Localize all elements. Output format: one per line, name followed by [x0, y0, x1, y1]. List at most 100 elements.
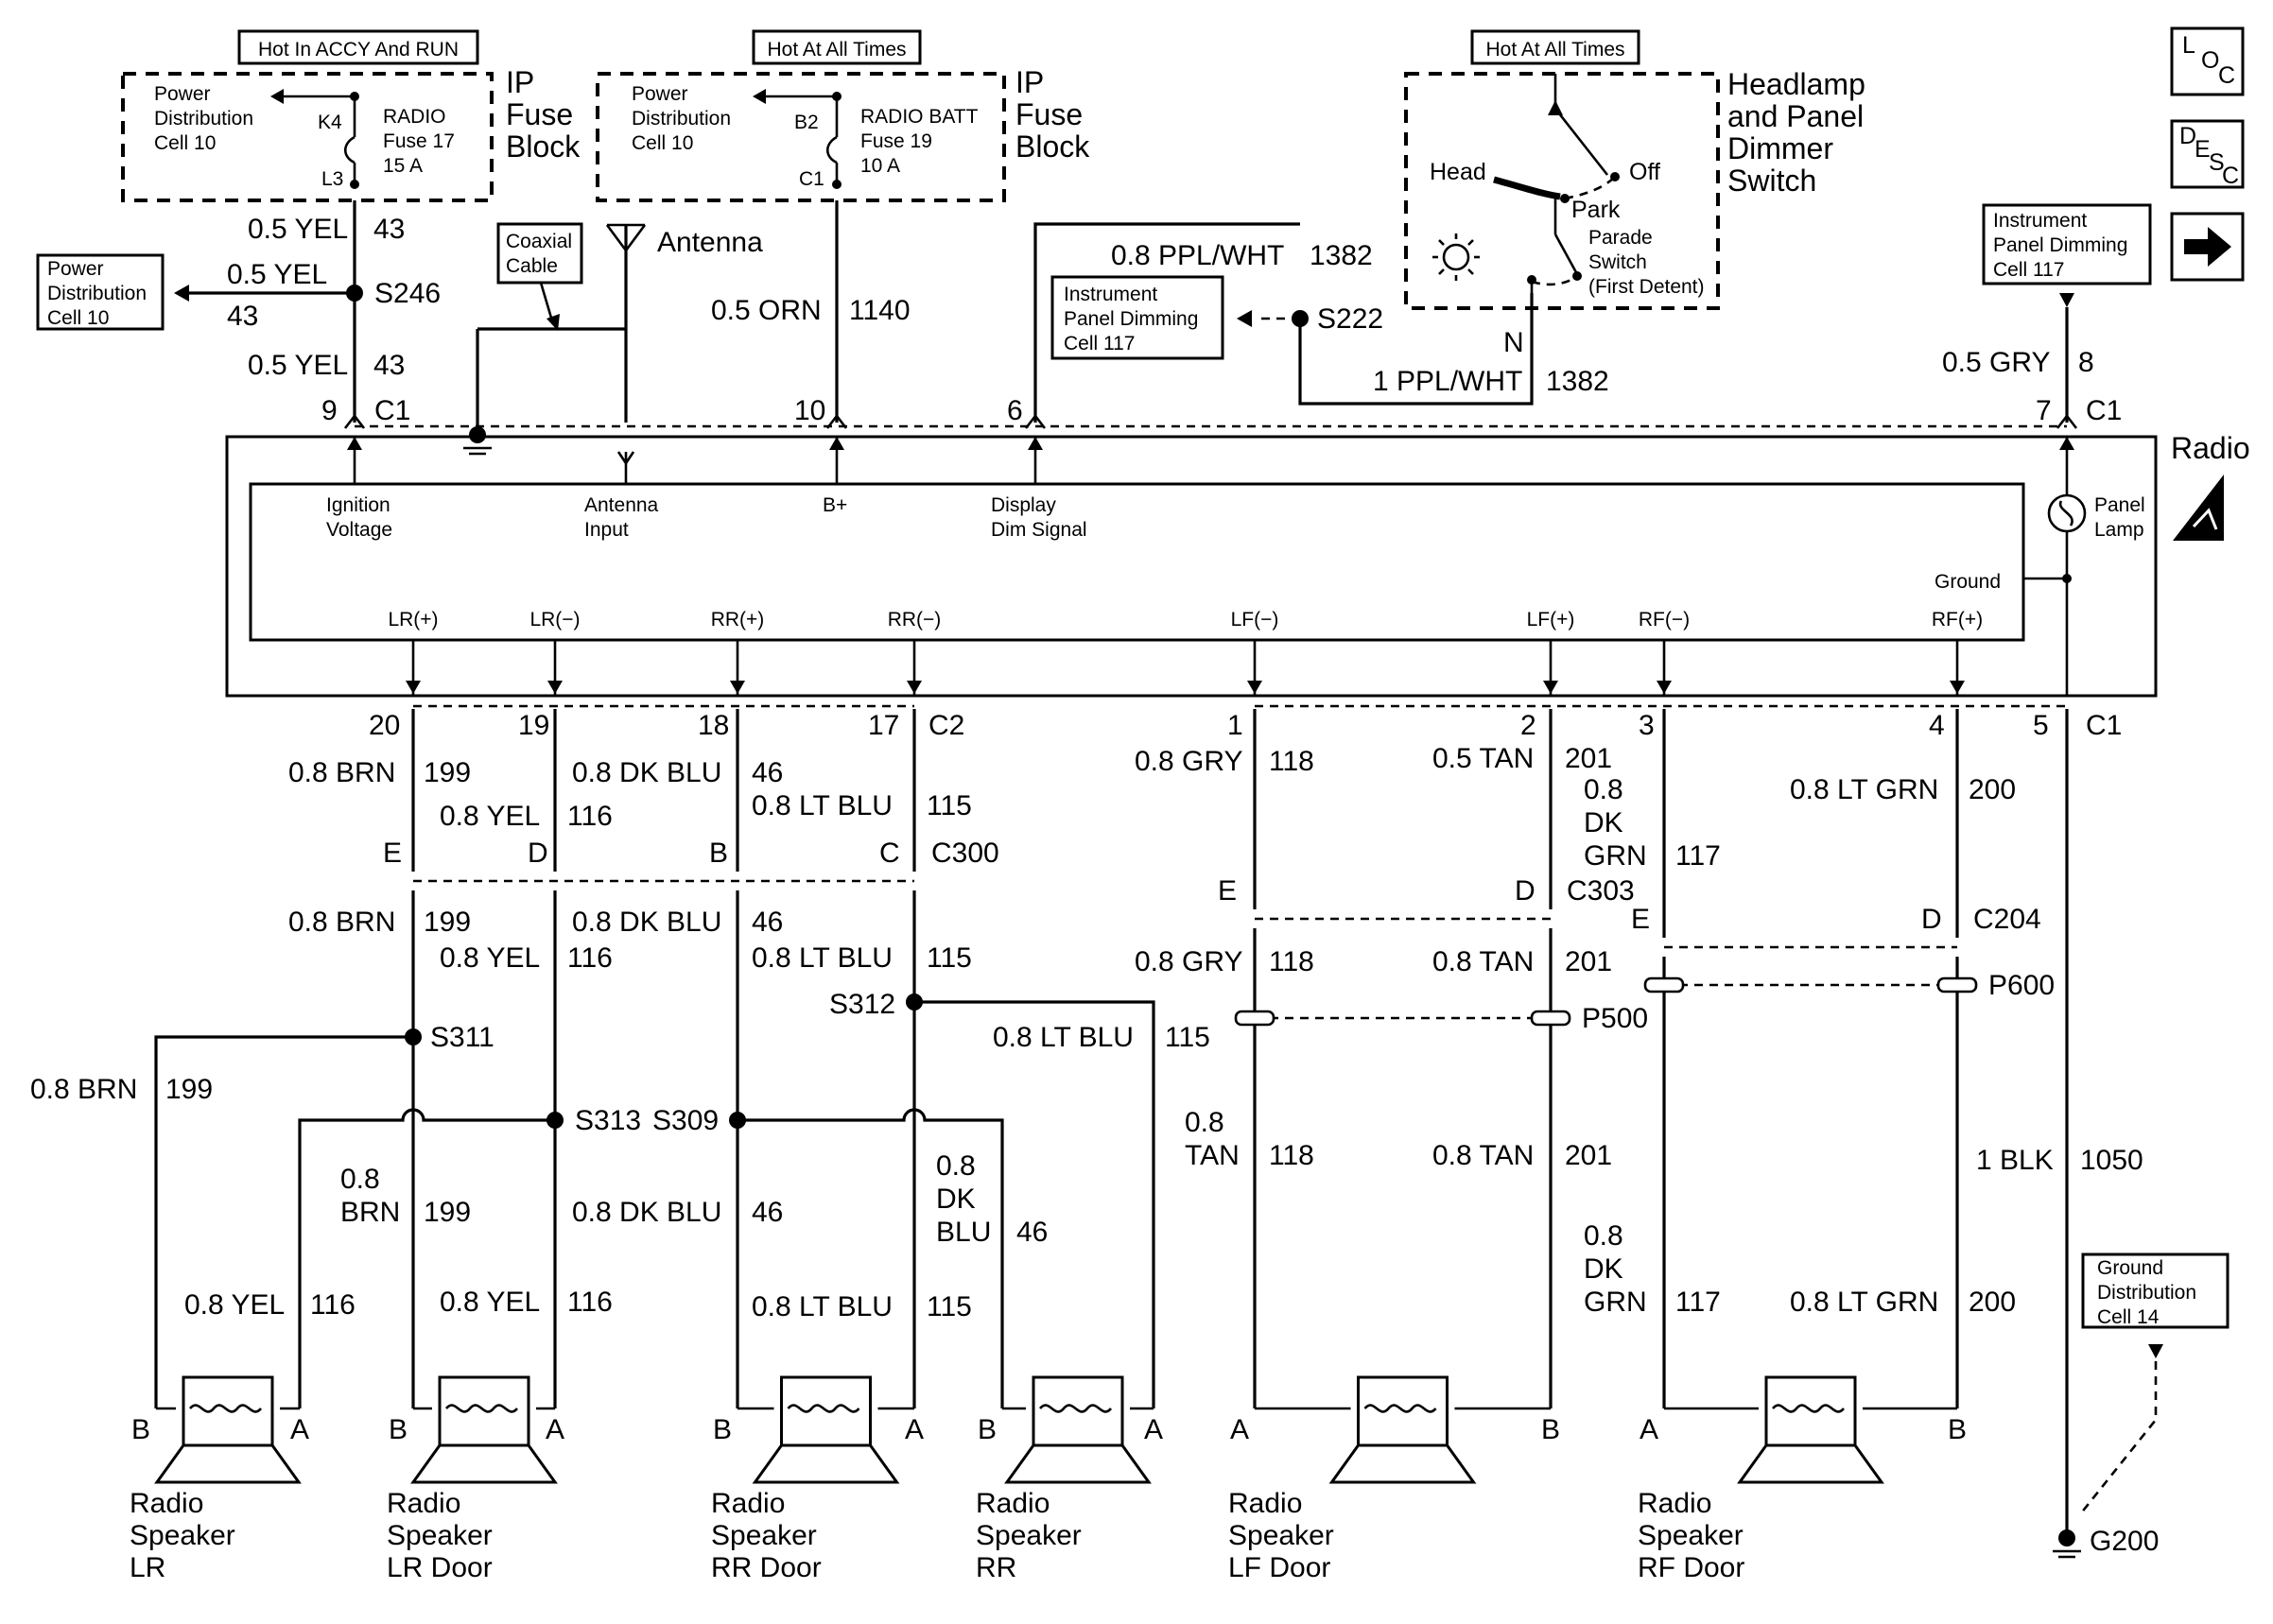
- loc-icon[interactable]: L O C: [2170, 26, 2245, 96]
- svg-text:3: 3: [1639, 710, 1655, 741]
- svg-text:5: 5: [2033, 710, 2049, 741]
- arrow-left-icon: [174, 285, 189, 302]
- svg-text:Dimmer: Dimmer: [1727, 131, 1833, 165]
- svg-text:0.8: 0.8: [936, 1150, 976, 1182]
- coax-box: [496, 222, 583, 285]
- svg-text:199: 199: [424, 1197, 471, 1228]
- speaker-pin-left: B: [978, 1414, 997, 1445]
- speaker-name-3: LR Door: [387, 1552, 493, 1583]
- ground-g200: [2058, 1529, 2075, 1546]
- svg-text:TAN: TAN: [1185, 1140, 1240, 1171]
- arrow-down-icon: [907, 681, 922, 694]
- pdc-1-line3: Cell 10: [154, 132, 216, 154]
- svg-text:Cell 10: Cell 10: [632, 132, 693, 154]
- ip-fuse-block-1: [121, 72, 494, 202]
- p600-clip-left: [1643, 976, 1685, 993]
- speaker-pin-right: B: [1541, 1414, 1560, 1445]
- svg-text:0.5 GRY: 0.5 GRY: [1942, 347, 2051, 378]
- speaker-cone-icon: [154, 1444, 302, 1484]
- svg-text:201: 201: [1565, 1140, 1612, 1171]
- svg-text:0.8 PPL/WHT: 0.8 PPL/WHT: [1111, 240, 1284, 271]
- radio-output-label: LR(+): [388, 609, 438, 631]
- speaker-magnet: [438, 1375, 530, 1447]
- speaker-cone-icon: [752, 1444, 900, 1484]
- svg-text:1050: 1050: [2080, 1145, 2143, 1176]
- svg-text:0.8 YEL: 0.8 YEL: [440, 1287, 540, 1318]
- radio-output-label: RR(+): [711, 609, 765, 631]
- fuse-1-line1: RADIO: [383, 106, 446, 128]
- svg-text:115: 115: [927, 790, 972, 821]
- svg-text:D: D: [2179, 123, 2196, 149]
- svg-text:0.8 GRY: 0.8 GRY: [1135, 946, 1243, 977]
- svg-text:116: 116: [567, 942, 613, 974]
- esd-warning-icon: [2173, 475, 2224, 541]
- arrow-left-icon: [753, 89, 766, 104]
- speaker-coil-icon: [1039, 1404, 1112, 1413]
- svg-text:Head: Head: [1430, 159, 1486, 185]
- arrow-right-icon[interactable]: [2170, 212, 2245, 282]
- arrow-down-icon: [1543, 681, 1558, 694]
- svg-text:E: E: [1631, 904, 1650, 935]
- desc-icon[interactable]: D E S C: [2170, 119, 2245, 189]
- speaker-name-2: Speaker: [387, 1520, 493, 1551]
- speaker-cone-icon: [410, 1444, 558, 1484]
- dimmer-switch-box: [1404, 72, 1720, 310]
- speaker-pin-left: B: [131, 1414, 150, 1445]
- svg-text:0.8: 0.8: [1584, 1220, 1623, 1252]
- speaker-name-1: Radio: [130, 1488, 203, 1519]
- svg-text:0.8 LT BLU: 0.8 LT BLU: [993, 1022, 1134, 1053]
- speaker-name-3: RR: [976, 1552, 1016, 1583]
- svg-text:201: 201: [1565, 946, 1612, 977]
- svg-text:DK: DK: [1584, 1253, 1623, 1285]
- svg-text:Cable: Cable: [506, 255, 558, 277]
- svg-text:199: 199: [424, 907, 471, 938]
- radio-output-label: RF(−): [1639, 609, 1690, 631]
- dimmer-wiper: [1553, 108, 1609, 176]
- speaker-coil-icon: [445, 1404, 518, 1413]
- svg-text:Headlamp: Headlamp: [1727, 67, 1865, 101]
- speaker-name-3: LR: [130, 1552, 165, 1583]
- svg-text:7: 7: [2036, 395, 2052, 426]
- svg-text:Ground: Ground: [2097, 1257, 2163, 1279]
- svg-text:46: 46: [752, 757, 783, 788]
- speaker-name-2: Speaker: [1638, 1520, 1744, 1551]
- svg-text:C1: C1: [2086, 395, 2122, 426]
- speaker-pin-left: B: [713, 1414, 732, 1445]
- ip-fuse-block-1-title-3: Block: [506, 130, 581, 164]
- hot-all-times-box-1: [752, 29, 922, 65]
- ip-fuse-block-1-title-2: Fuse: [506, 97, 573, 131]
- svg-text:0.8 YEL: 0.8 YEL: [440, 801, 540, 832]
- ipd-box-mid: [1050, 275, 1224, 360]
- svg-text:Hot At All Times: Hot At All Times: [767, 39, 906, 60]
- head-contact-arc: [1493, 176, 1561, 200]
- svg-text:0.8 LT BLU: 0.8 LT BLU: [752, 790, 893, 821]
- svg-text:1: 1: [1227, 710, 1243, 741]
- svg-text:E: E: [1218, 875, 1237, 907]
- svg-text:Distribution: Distribution: [47, 283, 147, 304]
- p600-clip-right: [1936, 976, 1978, 993]
- wire-1382-lower: [1298, 293, 1534, 406]
- svg-text:0.8: 0.8: [340, 1164, 380, 1195]
- svg-text:200: 200: [1969, 1287, 2016, 1318]
- speaker-magnet: [1032, 1375, 1124, 1447]
- svg-text:0.8 LT GRN: 0.8 LT GRN: [1790, 774, 1938, 805]
- svg-text:Coaxial: Coaxial: [506, 231, 572, 252]
- svg-text:117: 117: [1675, 1287, 1721, 1318]
- ip-fuse-block-1-title-1: IP: [506, 65, 534, 99]
- svg-text:0.5 ORN: 0.5 ORN: [711, 295, 822, 326]
- radio-output-label: RR(−): [888, 609, 942, 631]
- speaker-name-1: Radio: [387, 1488, 460, 1519]
- svg-text:0.8 YEL: 0.8 YEL: [440, 942, 540, 974]
- speaker-magnet: [780, 1375, 872, 1447]
- svg-text:B2: B2: [794, 112, 819, 133]
- svg-text:Power: Power: [632, 83, 688, 105]
- svg-text:118: 118: [1269, 946, 1314, 977]
- speaker-name-2: Speaker: [1228, 1520, 1334, 1551]
- svg-text:and Panel: and Panel: [1727, 99, 1864, 133]
- svg-text:115: 115: [1165, 1022, 1210, 1053]
- svg-text:Input: Input: [584, 519, 629, 541]
- svg-text:1 PPL/WHT: 1 PPL/WHT: [1373, 366, 1522, 397]
